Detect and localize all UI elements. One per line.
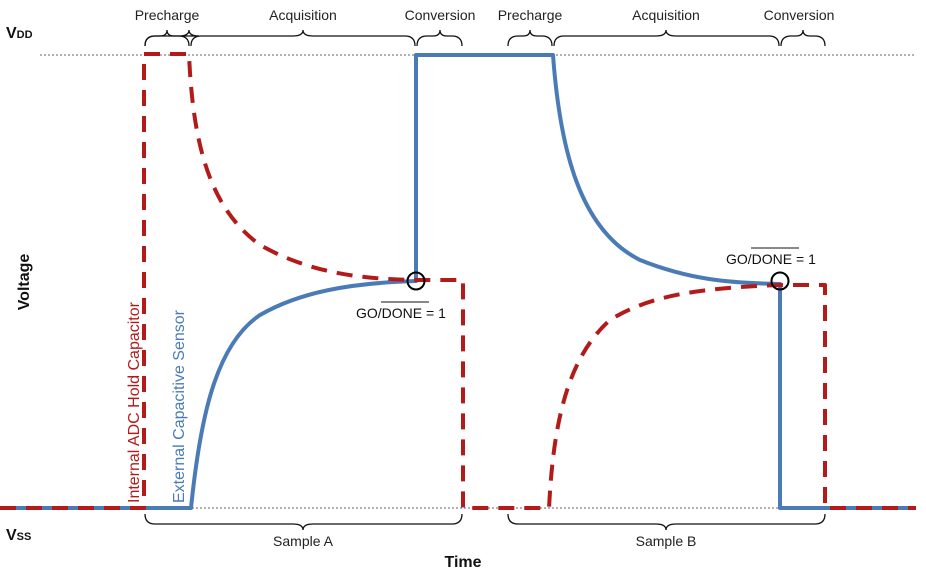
go-done-marker-b [770,271,790,291]
go-done-marker-a [406,271,426,291]
sample-braces [144,513,826,531]
phase-label-precharge-b: Precharge [498,7,563,23]
internal-hold-capacitor-waveform [0,52,916,510]
external-sensor-waveform [0,53,916,510]
phase-braces [144,29,826,47]
x-axis-label: Time [444,554,481,571]
brace-acquisition-b [553,29,780,47]
external-sensor-label: External Capacitive Sensor [171,309,188,503]
phase-label-acquisition-b: Acquisition [632,7,700,23]
vdd-label: VDD [6,25,33,42]
sample-label-a: Sample A [273,533,334,549]
phase-label-acquisition-a: Acquisition [269,7,337,23]
brace-acquisition-a [190,29,416,47]
phase-label-conversion-b: Conversion [764,7,835,23]
brace-sample-a [144,513,463,531]
brace-conversion-a [416,29,463,47]
go-done-label-b: GO/DONE = 1 [726,251,816,267]
phase-label-precharge-a: Precharge [135,7,200,23]
sample-label-b: Sample B [636,533,697,549]
vss-label: VSS [6,527,31,544]
brace-precharge-a-main [144,29,190,47]
brace-sample-b [507,513,826,531]
y-axis-label: Voltage [16,254,33,311]
brace-precharge-b [507,29,553,47]
phase-label-conversion-a: Conversion [405,7,476,23]
brace-conversion-b [780,29,826,47]
internal-hold-capacitor-label: Internal ADC Hold Capacitor [126,301,143,503]
go-done-label-a: GO/DONE = 1 [356,305,446,321]
